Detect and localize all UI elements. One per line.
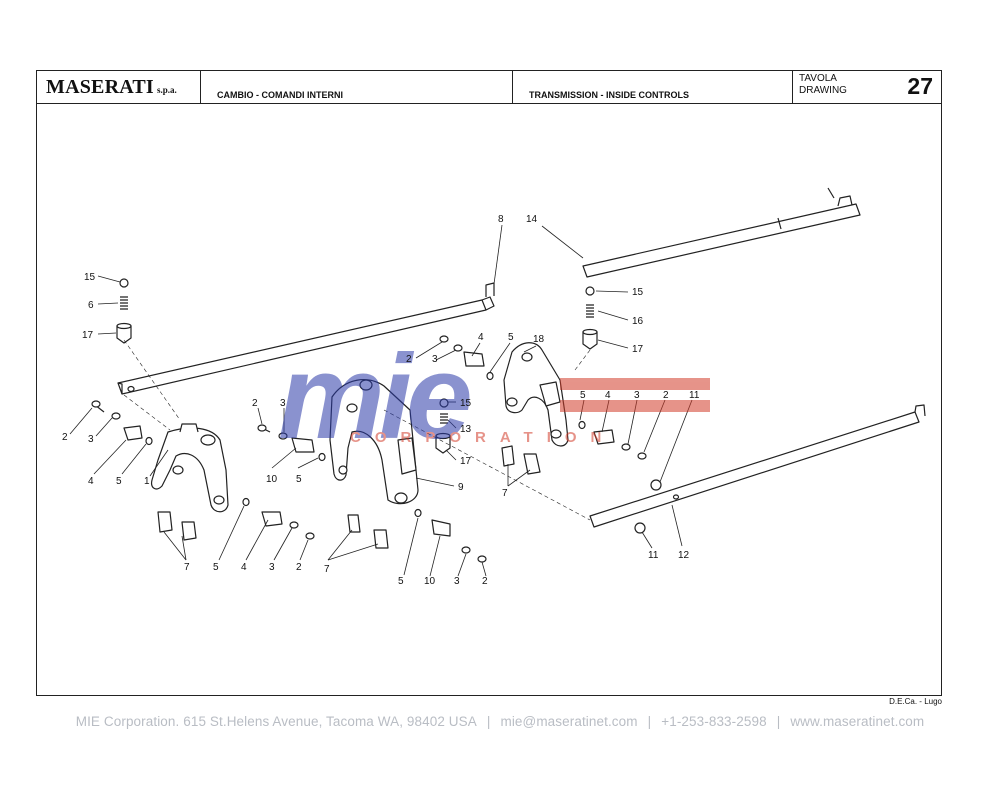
callout: 7 <box>184 562 190 573</box>
callout: 10 <box>424 576 436 587</box>
callout: 13 <box>460 424 472 435</box>
callout: 12 <box>678 550 690 561</box>
callout: 4 <box>478 332 484 343</box>
callout: 11 <box>648 550 659 561</box>
callout: 18 <box>533 334 545 345</box>
callout: 10 <box>266 474 278 485</box>
callout: 1 <box>144 476 150 487</box>
callout: 3 <box>432 354 438 365</box>
bolts-and-washers <box>91 335 662 563</box>
callout: 5 <box>296 474 302 485</box>
callout: 9 <box>458 482 464 493</box>
watermark-logo: mie CORPORATION <box>278 330 710 464</box>
callout: 8 <box>498 214 504 225</box>
footer-phone: +1-253-833-2598 <box>661 714 767 729</box>
callout: 2 <box>482 576 488 587</box>
callout: 17 <box>82 330 94 341</box>
title-block: MASERATI s.p.a. CAMBIO - COMANDI INTERNI… <box>37 71 941 104</box>
watermark-sub: CORPORATION <box>350 429 615 446</box>
drawing-frame: MASERATI s.p.a. CAMBIO - COMANDI INTERNI… <box>36 70 942 696</box>
callout: 5 <box>398 576 404 587</box>
footer-website[interactable]: www.maseratinet.com <box>790 714 925 729</box>
callout: 7 <box>502 488 508 499</box>
callout: 2 <box>296 562 302 573</box>
tavola-label: TAVOLA <box>799 73 837 84</box>
alignment-lines <box>123 339 591 521</box>
callout: 6 <box>88 300 94 311</box>
callout: 15 <box>460 398 472 409</box>
callout: 5 <box>508 332 514 343</box>
shift-rod-14 <box>582 187 861 278</box>
title-italian-cell: CAMBIO - COMANDI INTERNI <box>201 71 513 103</box>
callout: 15 <box>84 272 96 283</box>
footer: MIE Corporation. 615 St.Helens Avenue, T… <box>75 714 925 729</box>
drawing-number-cell: TAVOLA DRAWING 27 <box>793 71 941 103</box>
callout: 3 <box>634 390 640 401</box>
drafting-credit: D.E.Ca. - Lugo <box>889 697 942 706</box>
drawing-label: DRAWING <box>799 85 847 96</box>
callout: 17 <box>460 456 472 467</box>
callout: 15 <box>632 287 644 298</box>
callout: 5 <box>213 562 219 573</box>
callout: 16 <box>632 316 644 327</box>
brand-cell: MASERATI s.p.a. <box>37 71 201 103</box>
drawing-number: 27 <box>907 73 933 99</box>
brand-suffix: s.p.a. <box>157 85 177 95</box>
footer-company: MIE Corporation. 615 St.Helens Avenue, T… <box>75 714 477 729</box>
callout: 2 <box>252 398 258 409</box>
callout: 3 <box>269 562 275 573</box>
callout: 11 <box>689 390 700 401</box>
brand-name: MASERATI <box>46 76 154 98</box>
footer-email[interactable]: mie@maseratinet.com <box>500 714 638 729</box>
callout: 4 <box>605 390 611 401</box>
callout-labels: 15 6 17 2 3 4 5 1 7 5 4 3 2 8 2 3 4 5 18… <box>62 214 700 587</box>
leader-lines <box>69 224 693 577</box>
title-english: TRANSMISSION - INSIDE CONTROLS <box>529 90 690 100</box>
shift-rod-12 <box>589 404 926 528</box>
callout: 2 <box>406 354 412 365</box>
title-english-cell: TRANSMISSION - INSIDE CONTROLS <box>513 71 793 103</box>
callout: 5 <box>116 476 122 487</box>
callout: 2 <box>663 390 669 401</box>
callout: 3 <box>88 434 94 445</box>
watermark-mark: mie <box>278 330 470 464</box>
callout: 4 <box>241 562 247 573</box>
callout: 2 <box>62 432 68 443</box>
shift-fork-9 <box>329 379 419 505</box>
callout: 5 <box>580 390 586 401</box>
callout: 7 <box>324 564 330 575</box>
callout: 17 <box>632 344 644 355</box>
shift-fork-1 <box>151 423 229 513</box>
title-italian: CAMBIO - COMANDI INTERNI <box>217 90 343 100</box>
callout: 4 <box>88 476 94 487</box>
callout: 3 <box>454 576 460 587</box>
callout: 14 <box>526 214 538 225</box>
shift-rod-8 <box>117 282 495 395</box>
callout: 3 <box>280 398 286 409</box>
